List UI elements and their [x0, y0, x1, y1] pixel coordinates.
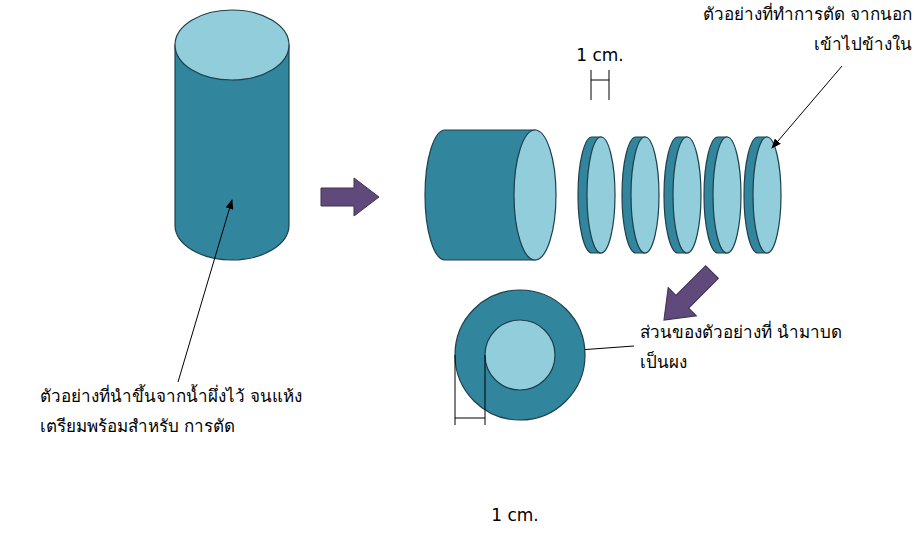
callout-text: ส่วนของตัวอย่างที่ นำมาบดเป็นผง [640, 318, 870, 378]
cross-section [455, 290, 585, 420]
dimension-mark [591, 70, 609, 100]
block-arrow [321, 178, 379, 216]
leader-line [772, 66, 842, 148]
leader-line [178, 200, 232, 382]
dimension-label: 1 cm. [485, 504, 545, 528]
lying-cylinder [425, 130, 556, 260]
cut-slices [578, 137, 781, 253]
callout-text: ตัวอย่างที่ทำการตัด จากนอกเข้าไปข้างใน [672, 0, 912, 60]
dimension-mark [455, 355, 485, 425]
standing-cylinder [175, 10, 289, 260]
dimension-label: 1 cm. [572, 44, 628, 68]
callout-text: ตัวอย่างที่นำขึ้นจากน้ำผึ่งไว้ จนแห้ง เต… [40, 382, 305, 442]
